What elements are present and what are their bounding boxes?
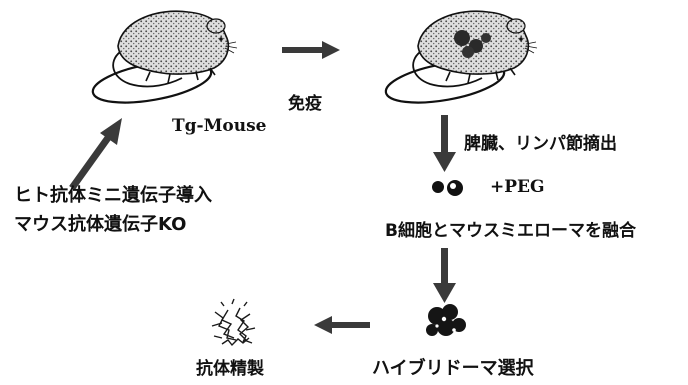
tg-mouse-label: Tg-Mouse bbox=[172, 116, 267, 136]
peg-label: +PEG bbox=[490, 177, 545, 197]
fusion-label: B細胞とマウスミエローマを融合 bbox=[385, 221, 636, 241]
arrow-transgene bbox=[69, 118, 122, 191]
arrow-immunize bbox=[282, 41, 340, 59]
extraction-label: 脾臓、リンパ節摘出 bbox=[464, 134, 617, 154]
immunized-mouse-icon bbox=[384, 10, 538, 104]
antibody-icon bbox=[211, 298, 256, 347]
tg-mouse-icon bbox=[91, 10, 238, 104]
hybridoma-cluster-icon bbox=[426, 304, 466, 336]
arrow-selection bbox=[433, 248, 456, 303]
purification-label: 抗体精製 bbox=[196, 359, 264, 379]
arrow-purification bbox=[314, 316, 370, 334]
arrow-extraction bbox=[433, 115, 456, 172]
hybridoma-selection-label: ハイブリドーマ選択 bbox=[372, 358, 534, 379]
transgene-label-line1: ヒト抗体ミニ遺伝子導入 bbox=[14, 185, 212, 206]
transgene-label-line2: マウス抗体遺伝子KO bbox=[14, 214, 187, 235]
b-cell-myeloma-icon bbox=[432, 180, 463, 196]
immunize-label: 免疫 bbox=[288, 94, 322, 114]
